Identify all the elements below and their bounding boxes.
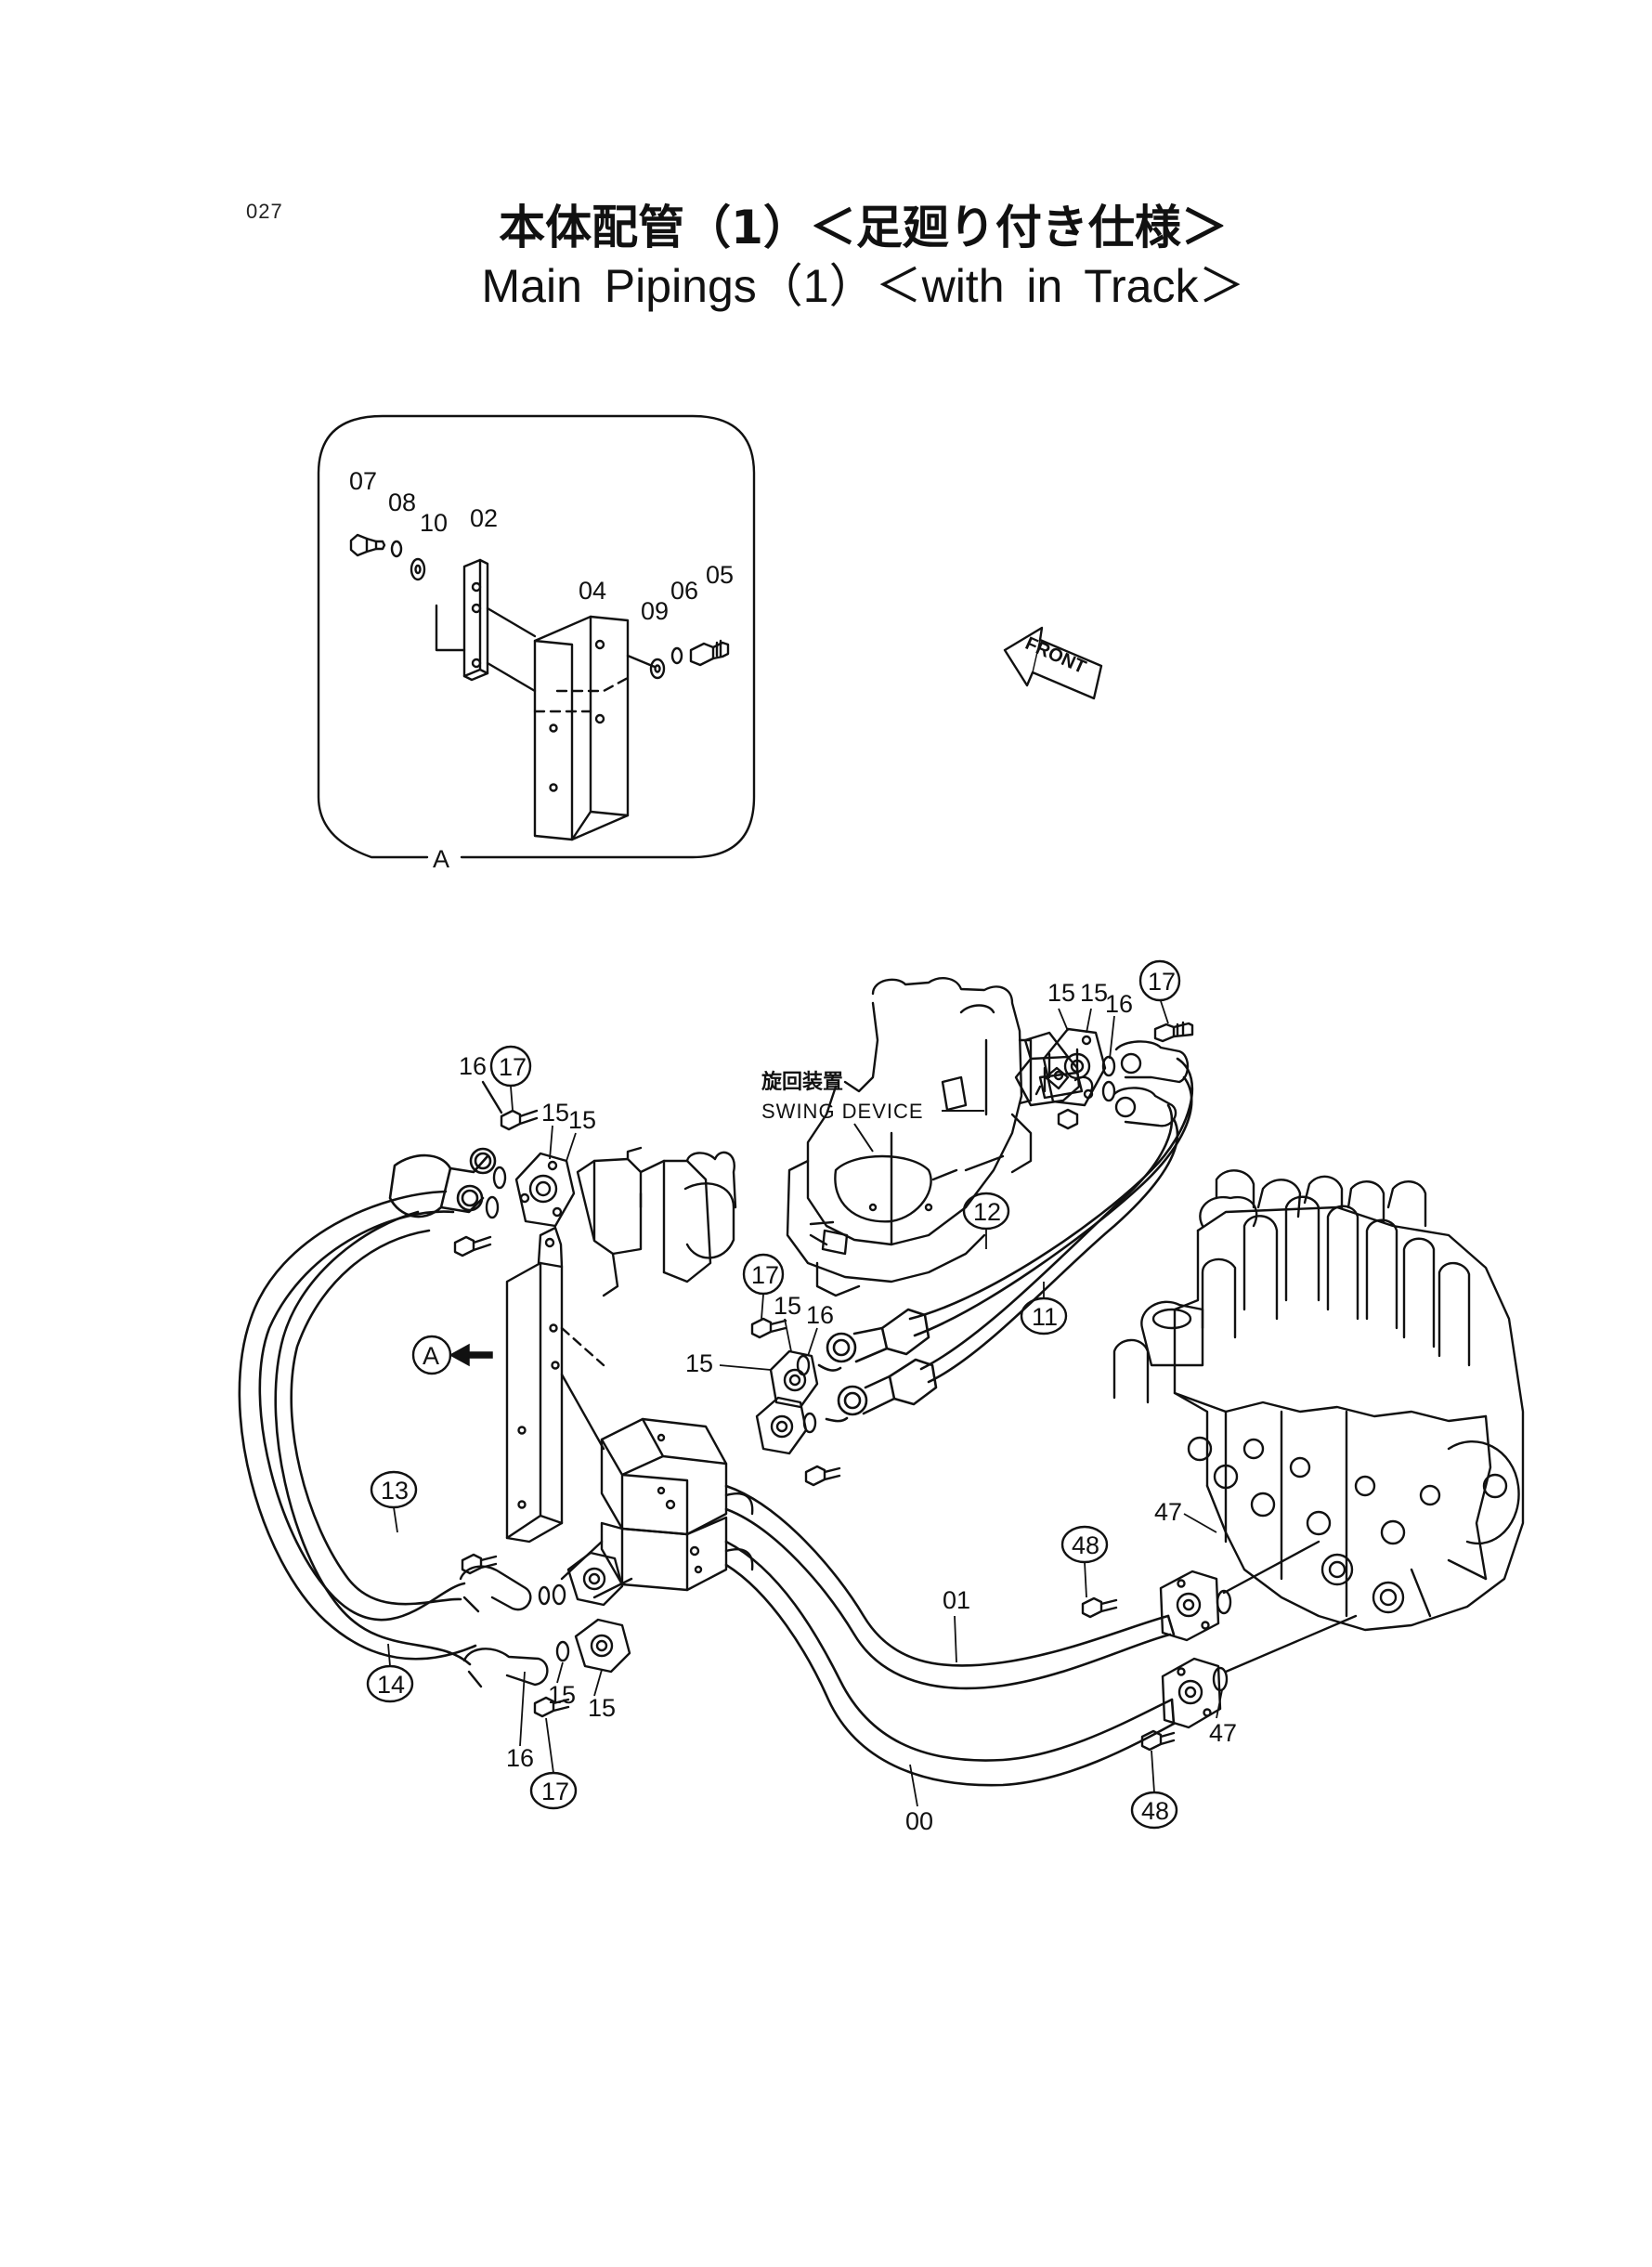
part-label-48-a: 48 [1072, 1531, 1099, 1559]
control-valve [1112, 1169, 1525, 1632]
detail-view-a [317, 414, 756, 859]
part-label-15-g: 15 [548, 1681, 576, 1709]
flange-mid [750, 1317, 841, 1487]
part-label-16-a: 16 [1105, 990, 1133, 1018]
detail-view-letter: A [433, 845, 449, 873]
part-label-15-b: 15 [1080, 979, 1108, 1007]
page-number: 027 [246, 200, 283, 223]
swing-device-label-en: SWING DEVICE [761, 1100, 924, 1123]
part-label-15-a: 15 [1047, 979, 1075, 1007]
part-label-15-e: 15 [774, 1292, 801, 1320]
part-label-02: 02 [470, 504, 498, 532]
pipe-block-assembly [459, 1226, 754, 1718]
swing-device-body [786, 977, 1094, 1297]
swing-device-label-jp: 旋回装置 [761, 1070, 843, 1093]
part-label-17-c: 17 [751, 1261, 779, 1289]
part-label-47-a: 47 [1154, 1498, 1182, 1526]
part-label-08: 08 [388, 489, 416, 516]
part-label-07: 07 [349, 467, 377, 495]
part-label-15-c: 15 [541, 1099, 569, 1127]
part-label-47-b: 47 [1209, 1719, 1237, 1747]
part-label-00: 00 [905, 1807, 933, 1835]
part-label-06: 06 [670, 577, 698, 605]
part-label-11: 11 [1032, 1303, 1058, 1331]
front-direction-arrow [1003, 626, 1103, 700]
flange-upper-right [1014, 1021, 1194, 1127]
part-label-17-a: 17 [1148, 968, 1176, 996]
part-label-16-c: 16 [806, 1301, 834, 1329]
part-label-15-f: 15 [685, 1349, 713, 1377]
flanges-47-48 [1081, 1540, 1358, 1752]
part-label-15-d: 15 [568, 1106, 596, 1134]
part-label-16-b: 16 [459, 1052, 487, 1080]
title-english: Main Pipings（1）＜with in Track＞ [481, 260, 1245, 312]
part-label-04: 04 [579, 577, 606, 605]
part-label-48-b: 48 [1141, 1797, 1169, 1825]
swing-motor-port-left [576, 1146, 737, 1297]
part-label-15-h: 15 [588, 1694, 616, 1722]
part-label-01: 01 [943, 1586, 970, 1614]
part-label-12: 12 [973, 1198, 1001, 1226]
pipes-00-01 [724, 1484, 1176, 1787]
part-label-16-d: 16 [506, 1744, 534, 1772]
flange-upper-left [453, 1080, 576, 1257]
title-japanese: 本体配管（1）＜足廻り付き仕様＞ [499, 201, 1228, 254]
part-label-05: 05 [706, 561, 734, 589]
hoses-11-12 [817, 1057, 1194, 1423]
view-marker-a: A [423, 1342, 439, 1370]
part-label-10: 10 [420, 509, 448, 537]
hose-assembly-left [238, 1147, 497, 1666]
part-label-14: 14 [377, 1671, 405, 1699]
part-label-17-d: 17 [541, 1778, 569, 1805]
part-label-09: 09 [641, 597, 669, 625]
part-label-17-b: 17 [499, 1053, 527, 1081]
part-label-13: 13 [381, 1477, 409, 1505]
